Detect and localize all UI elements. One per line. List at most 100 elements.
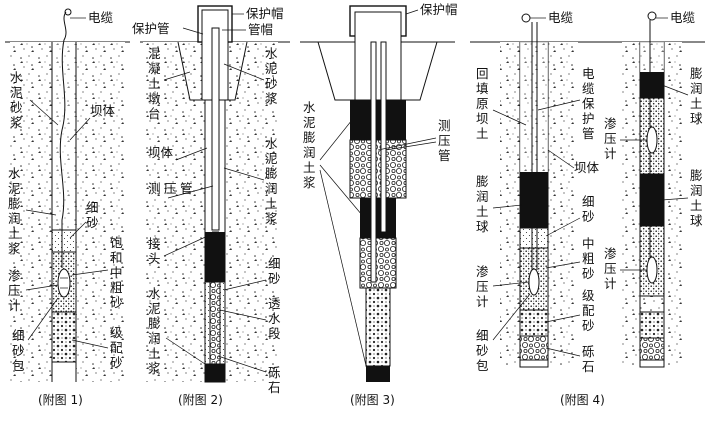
svg-text:头: 头 — [148, 251, 161, 266]
svg-text:包: 包 — [12, 358, 25, 373]
svg-text:管: 管 — [582, 126, 595, 141]
label-cement-mortar: 水 泥 砂 浆 — [10, 70, 23, 130]
cable-line — [59, 11, 67, 268]
svg-text:土: 土 — [148, 76, 161, 91]
label-gravel: 砾 石 — [582, 344, 595, 374]
bottom-seal-2 — [205, 364, 225, 382]
figure-1: 电缆 水 泥 砂 浆 坝体 水 泥 膨 润 土 浆 细 砂 饱 和 中 粗 砂 — [5, 8, 130, 407]
label-piezometer-r2: 渗 压 计 — [604, 246, 617, 291]
svg-text:填: 填 — [476, 81, 489, 96]
svg-text:渗: 渗 — [604, 116, 617, 131]
svg-text:管: 管 — [180, 181, 193, 196]
svg-text:砂: 砂 — [582, 318, 595, 333]
label-piezometer-left: 渗 压 计 — [476, 264, 489, 309]
svg-text:细: 细 — [582, 194, 595, 209]
svg-text:压: 压 — [8, 283, 21, 298]
svg-text:原: 原 — [476, 96, 489, 111]
svg-text:土: 土 — [8, 226, 21, 241]
svg-text:细: 细 — [86, 200, 99, 215]
standpipe-3b — [380, 41, 387, 233]
svg-text:计: 计 — [8, 298, 21, 313]
svg-text:土: 土 — [148, 346, 161, 361]
svg-text:润: 润 — [148, 331, 161, 346]
svg-text:泥: 泥 — [8, 181, 21, 196]
label-dam-body: 坝体 — [574, 160, 600, 175]
svg-text:砂: 砂 — [265, 76, 278, 91]
label-protective-cap: 保护帽 — [246, 6, 284, 21]
svg-text:级: 级 — [110, 325, 123, 340]
svg-text:中: 中 — [110, 265, 123, 280]
svg-text:土: 土 — [303, 160, 316, 175]
label-bentonite-ball-r1: 膨 润 土 球 — [690, 66, 703, 126]
svg-text:膨: 膨 — [476, 174, 489, 189]
svg-text:护: 护 — [582, 111, 595, 126]
svg-text:泥: 泥 — [265, 151, 278, 166]
svg-text:水: 水 — [10, 70, 23, 85]
label-gravel: 砾 石 — [268, 365, 281, 395]
svg-text:水: 水 — [265, 136, 278, 151]
svg-text:砂: 砂 — [582, 209, 595, 224]
cable-end-icon — [521, 13, 531, 23]
svg-text:中: 中 — [582, 236, 595, 251]
bentonite-ball-zone-4b1 — [640, 72, 664, 98]
label-dam-body: 坝体 — [90, 103, 116, 118]
svg-text:混: 混 — [148, 46, 161, 61]
caption-figure-1: (附图 1) — [38, 393, 83, 407]
bottom-seal-3 — [366, 366, 390, 382]
figure-3: 保护帽 水 泥 膨 润 土 浆 测 压 管 (附图 3) — [300, 2, 458, 407]
svg-text:土: 土 — [265, 196, 278, 211]
svg-text:压: 压 — [164, 181, 177, 196]
svg-text:配: 配 — [582, 303, 595, 318]
label-fine-sand-bag: 细 砂 包 — [12, 328, 25, 373]
label-bentonite-ball-r2: 膨 润 土 球 — [690, 168, 703, 228]
svg-text:细: 细 — [12, 328, 25, 343]
svg-text:透: 透 — [268, 296, 281, 311]
svg-text:管: 管 — [438, 148, 451, 163]
svg-text:压: 压 — [476, 279, 489, 294]
label-bentonite-cement: 水 泥 膨 润 土 浆 — [8, 166, 21, 256]
svg-text:浆: 浆 — [303, 175, 316, 190]
svg-text:润: 润 — [303, 145, 316, 160]
svg-text:测: 测 — [438, 118, 451, 133]
label-fine-sand: 细 砂 — [268, 256, 281, 286]
svg-text:砂: 砂 — [476, 343, 489, 358]
label-protective-pipe: 保护管 — [132, 21, 170, 36]
svg-text:凝: 凝 — [148, 61, 161, 76]
label-fine-sand: 细 砂 — [86, 200, 99, 230]
svg-text:压: 压 — [438, 133, 451, 148]
label-dam-body: 坝体 — [148, 145, 174, 160]
svg-text:和: 和 — [110, 250, 123, 265]
svg-text:级: 级 — [582, 288, 595, 303]
label-cable: 电缆 — [88, 10, 114, 25]
svg-text:缆: 缆 — [582, 81, 595, 96]
svg-text:计: 计 — [604, 276, 617, 291]
svg-text:墩: 墩 — [148, 91, 161, 106]
graded-zone-3 — [365, 287, 391, 367]
label-standpipe: 测 压 管 — [438, 118, 451, 163]
piezometer-icon — [57, 268, 71, 298]
svg-text:膨: 膨 — [303, 130, 316, 145]
svg-text:膨: 膨 — [8, 196, 21, 211]
svg-text:球: 球 — [690, 111, 703, 126]
svg-text:砂: 砂 — [268, 271, 281, 286]
svg-text:润: 润 — [265, 181, 278, 196]
gravel-zone-3b — [359, 237, 397, 289]
label-backfill: 回 填 原 坝 土 — [476, 66, 489, 141]
piezometer-icon — [646, 256, 658, 284]
svg-text:润: 润 — [8, 211, 21, 226]
gravel-zone-3a — [349, 139, 407, 199]
svg-text:土: 土 — [476, 126, 489, 141]
svg-text:测: 测 — [148, 181, 161, 196]
svg-text:段: 段 — [268, 326, 281, 341]
label-piezometer: 渗 压 计 — [8, 268, 21, 313]
svg-text:润: 润 — [690, 81, 703, 96]
label-cement-mortar: 水 泥 砂 浆 — [265, 46, 278, 106]
label-cable-b: 电缆 — [670, 10, 696, 25]
caption-figure-2: (附图 2) — [178, 393, 223, 407]
bentonite-ball-zone-4a — [520, 172, 548, 228]
svg-text:膨: 膨 — [265, 166, 278, 181]
cable-end-icon — [64, 8, 72, 16]
svg-text:水: 水 — [8, 166, 21, 181]
graded-sand-zone — [52, 312, 76, 362]
